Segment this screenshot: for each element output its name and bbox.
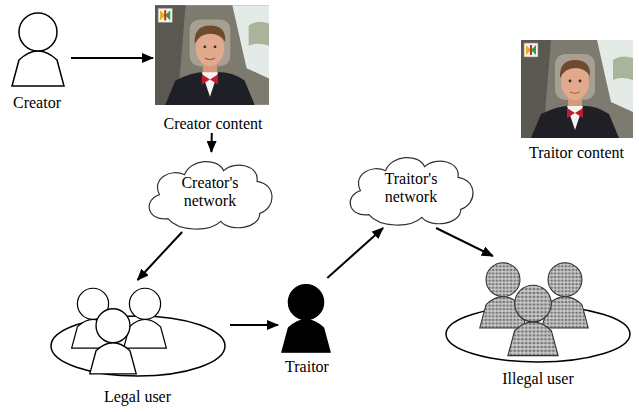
node-label: Legal user bbox=[104, 388, 171, 406]
node-label: Traitor content bbox=[529, 144, 624, 162]
traitor-photo bbox=[521, 40, 633, 138]
creator-photo bbox=[155, 5, 269, 105]
legal-user-group bbox=[51, 288, 225, 376]
node-label: Creator content bbox=[163, 115, 262, 133]
network-cloud: Creator's network bbox=[140, 152, 279, 232]
creator-icon bbox=[12, 13, 64, 86]
content-node: Traitor content bbox=[516, 38, 637, 162]
traitor-node: Traitor bbox=[278, 278, 336, 376]
flow-arrow bbox=[230, 324, 278, 326]
flow-arrow bbox=[210, 133, 212, 152]
flow-arrow bbox=[436, 228, 493, 256]
creator-node: Creator bbox=[3, 8, 71, 112]
flow-arrow bbox=[327, 228, 383, 278]
node-label: Creator bbox=[13, 94, 61, 112]
flow-arrow bbox=[71, 57, 153, 59]
node-label: Traitor bbox=[285, 358, 329, 376]
illegal-user-group bbox=[446, 263, 630, 362]
network-cloud: Traitor's network bbox=[341, 148, 480, 228]
flow-arrow bbox=[138, 232, 183, 280]
node-label: Traitor's network bbox=[363, 170, 458, 206]
content-node: Creator content bbox=[153, 3, 273, 133]
node-label: Illegal user bbox=[502, 370, 574, 388]
node-label: Creator's network bbox=[162, 174, 257, 210]
traitor-icon bbox=[282, 285, 330, 353]
user-group: Legal user bbox=[45, 280, 230, 406]
user-group: Illegal user bbox=[440, 256, 636, 388]
